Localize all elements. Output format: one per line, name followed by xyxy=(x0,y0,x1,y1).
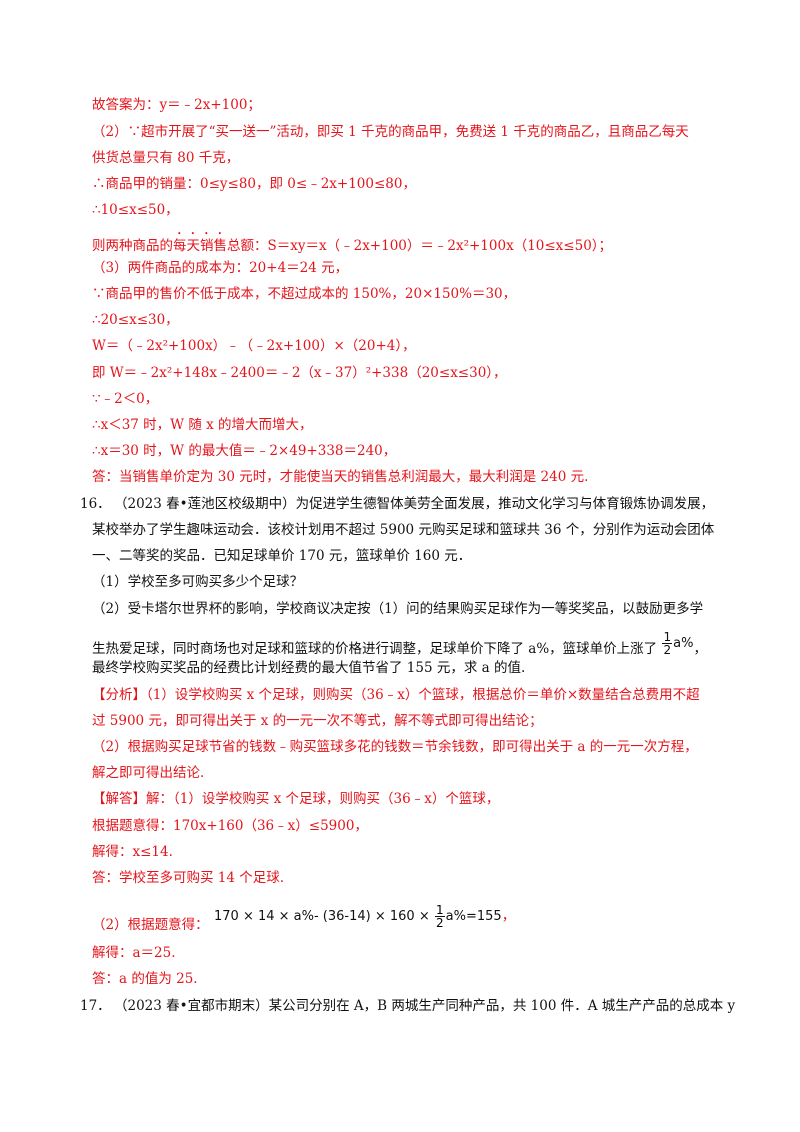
solution-line: 【解答】解：（1）设学校购买 x 个足球，则购买（36﹣x）个篮球， xyxy=(92,791,500,807)
analysis-line: 过 5900 元，即可得出关于 x 的一元一次不等式，解不等式即可得出结论； xyxy=(92,713,543,729)
solution-line: ∴10≤x≤50， xyxy=(92,202,179,218)
text-segment: ， xyxy=(693,641,707,657)
solution-line: 答：学校至多可购买 14 个足球. xyxy=(92,870,285,886)
answer-line: 故答案为：y＝﹣2x+100； xyxy=(92,97,261,113)
solution-line: 解得：a＝25. xyxy=(92,945,176,961)
final-answer-line: 答：a 的值为 25. xyxy=(92,971,198,987)
solution-line: （2）∵超市开展了“买一送一”活动，即买 1 千克的商品甲，免费送 1 千克的商… xyxy=(92,124,689,140)
solution-line: ∴x＝30 时，W 的最大值＝﹣2×49+338＝240， xyxy=(92,443,397,459)
solution-line: ∴商品甲的销量：0≤y≤80，即 0≤﹣2x+100≤80， xyxy=(92,176,416,192)
question-text: （1）学校至多可购买多少个足球？ xyxy=(92,574,304,590)
question-text: （2023 春•莲池区校级期中）为促进学生德智体美劳全面发展，推动文化学习与体育… xyxy=(114,496,715,512)
text-segment: 生热爱足球，同时商场也对足球和篮球的价格进行调整，足球单价下降了 a%，篮球单价… xyxy=(92,641,658,657)
solution-line: 则两种商品的每天销售总额：S＝xy＝x（﹣2x+100）＝﹣2x²+100x（1… xyxy=(92,230,612,255)
question-text: 一、二等奖的奖品．已知足球单价 170 元，篮球单价 160 元． xyxy=(92,548,472,564)
final-answer-line: 答：当销售单价定为 30 元时，才能使当天的销售总利润最大，最大利润是 240 … xyxy=(92,469,589,485)
equation-right: a%=155 xyxy=(445,909,502,924)
solution-line: ∵商品甲的售价不低于成本，不超过成本的 150%，20×150%＝30， xyxy=(92,286,517,302)
equation-left: 170 × 14 × a%- (36-14) × 160 × xyxy=(214,909,430,924)
analysis-line: （2）根据购买足球节省的钱数﹣购买篮球多花的钱数＝节余钱数，即可得出关于 a 的… xyxy=(92,739,698,755)
solution-line: ∴x＜37 时，W 随 x 的增大而增大， xyxy=(92,417,313,433)
solution-line: （3）两件商品的成本为：20+4＝24 元， xyxy=(92,260,349,276)
question-text: （2）受卡塔尔世界杯的影响，学校商议决定按（1）问的结果购买足球作为一等奖奖品，… xyxy=(92,601,704,617)
question-text: 某校举办了学生趣味运动会．该校计划用不超过 5900 元购买足球和篮球共 36 … xyxy=(92,522,715,538)
text-segment: 总额：S＝xy＝x（﹣2x+100）＝﹣2x²+100x（10≤x≤50）； xyxy=(227,238,613,254)
question-text: （2023 春•宜都市期末）某公司分别在 A，B 两城生产同种产品，共 100 … xyxy=(114,998,736,1014)
solution-line: ∴20≤x≤30， xyxy=(92,312,179,328)
question-text: 生热爱足球，同时商场也对足球和篮球的价格进行调整，足球单价下降了 a%，篮球单价… xyxy=(92,631,707,662)
analysis-line: 解之即可得出结论. xyxy=(92,765,205,781)
question-number: 16． xyxy=(80,496,111,512)
question-number: 17． xyxy=(80,998,111,1014)
solution-line: （2）根据题意得： xyxy=(92,916,209,934)
text-segment: ， xyxy=(501,908,516,924)
analysis-line: 【分析】（1）设学校购买 x 个足球，则购买（36﹣x）个篮球，根据总价＝单价×… xyxy=(92,687,700,703)
solution-line: ∵﹣2＜0， xyxy=(92,391,159,407)
solution-line: 根据题意得：170x+160（36﹣x）≤5900， xyxy=(92,818,368,834)
percent-label: a% xyxy=(673,636,694,651)
solution-line: 即 W＝﹣2x²+148x﹣2400＝﹣2（x﹣37）²+338（20≤x≤30… xyxy=(92,365,507,381)
question-text: 最终学校购买奖品的经费比计划经费的最大值节省了 155 元，求 a 的值. xyxy=(92,660,526,676)
emphasized-text: 每天销售 xyxy=(173,238,227,254)
text-segment: 则两种商品的 xyxy=(92,238,173,254)
text-segment: （2）根据题意得： xyxy=(92,917,209,933)
solution-line: 供货总量只有 80 千克， xyxy=(92,150,240,166)
solution-line: 解得：x≤14. xyxy=(92,844,173,860)
solution-line: W＝（﹣2x²+100x）﹣（﹣2x+100）×（20+4）， xyxy=(92,338,416,354)
